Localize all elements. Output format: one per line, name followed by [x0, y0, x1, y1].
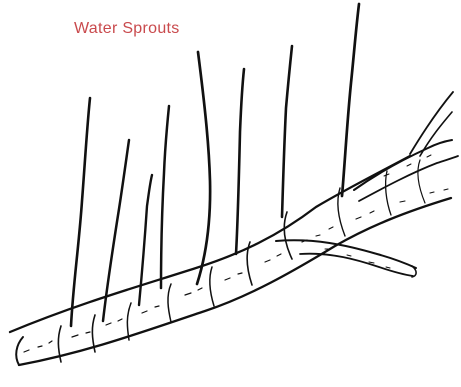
water-sprout-6: [236, 69, 244, 254]
upper-right-branch: [354, 92, 458, 201]
water-sprout-7: [282, 46, 292, 217]
water-sprouts: [71, 4, 359, 326]
water-sprout-1: [71, 98, 90, 326]
water-sprout-8: [342, 4, 359, 196]
water-sprout-4: [161, 106, 169, 288]
lower-side-branch: [276, 240, 416, 277]
water-sprout-5: [197, 52, 210, 284]
water-sprout-3: [139, 175, 152, 305]
